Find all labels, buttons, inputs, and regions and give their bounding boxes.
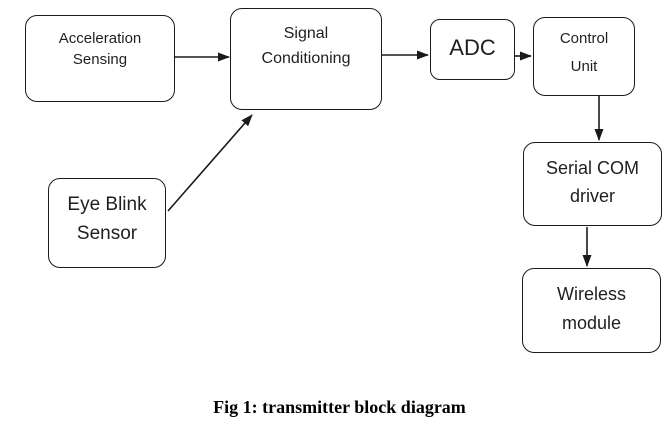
box-label: Control [559,29,609,47]
box-label: ADC [449,34,496,60]
box-label: Eye Blink [67,194,147,215]
box-acceleration-sensing: Acceleration Sensing [25,15,175,102]
box-label: Conditioning [261,50,351,67]
figure-caption: Fig 1: transmitter block diagram [213,397,466,417]
box-label: Serial COM [545,158,639,178]
box-label: Wireless [556,283,626,304]
box-adc: ADC [430,19,515,80]
box-label: Unit [570,57,598,75]
box-label: Sensor [76,223,138,244]
box-eye-blink-sensor: Eye Blink Sensor [48,178,166,268]
box-label: Acceleration [58,29,142,47]
box-control-unit: Control Unit [533,17,635,96]
box-label: module [561,312,622,333]
box-label: driver [569,186,615,206]
box-signal-conditioning: Signal Conditioning [230,8,382,110]
box-serial-com-driver: Serial COM driver [523,142,662,226]
box-wireless-module: Wireless module [522,268,661,353]
arrow-eyeblink-to-signal [167,114,253,212]
box-label: Signal [283,25,329,42]
box-label: Sensing [72,50,128,68]
